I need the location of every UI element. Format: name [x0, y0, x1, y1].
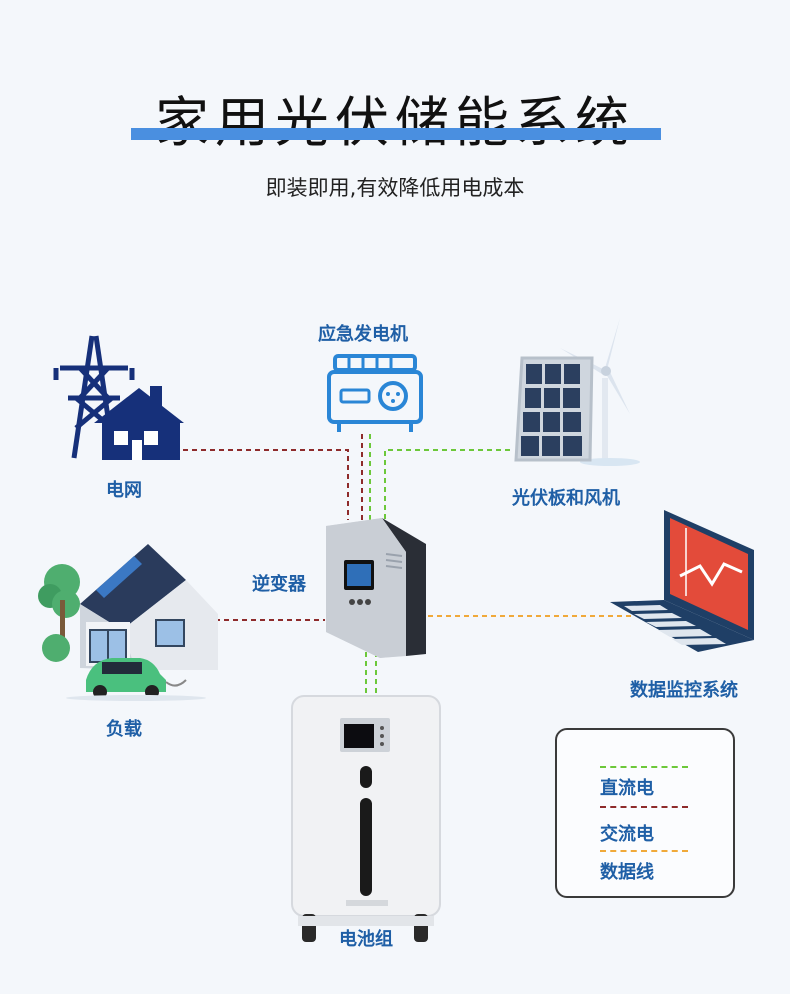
laptop-monitor-icon — [610, 510, 754, 652]
battery-label: 电池组 — [339, 929, 393, 950]
legend-data-label: 数据线 — [600, 862, 654, 883]
legend-ac-line — [600, 806, 688, 808]
load-label: 负载 — [106, 719, 142, 740]
generator-icon — [327, 354, 423, 432]
generator-label: 应急发电机 — [318, 324, 408, 345]
page-title: 家用光伏储能系统 — [155, 91, 635, 154]
monitor-label: 数据监控系统 — [630, 680, 738, 701]
grid-label: 电网 — [106, 480, 142, 501]
legend: 直流电 交流电 数据线 — [555, 728, 735, 898]
inverter-icon — [326, 518, 426, 658]
house-load-icon — [38, 544, 218, 701]
solar-inverter-line — [384, 449, 510, 520]
page-subtitle: 即装即用,有效降低用电成本 — [265, 176, 525, 200]
legend-ac-label: 交流电 — [600, 824, 654, 845]
battery-pack-icon — [291, 695, 441, 942]
legend-dc-line — [600, 766, 688, 768]
grid-inverter-line — [183, 449, 349, 520]
power-grid-icon — [53, 335, 184, 460]
title-underline — [131, 128, 661, 140]
inverter-label: 逆变器 — [252, 574, 306, 595]
solar-wind-icon — [514, 318, 640, 466]
legend-data-line — [600, 850, 688, 852]
solar-wind-label: 光伏板和风机 — [512, 488, 620, 509]
legend-dc-label: 直流电 — [600, 778, 654, 799]
